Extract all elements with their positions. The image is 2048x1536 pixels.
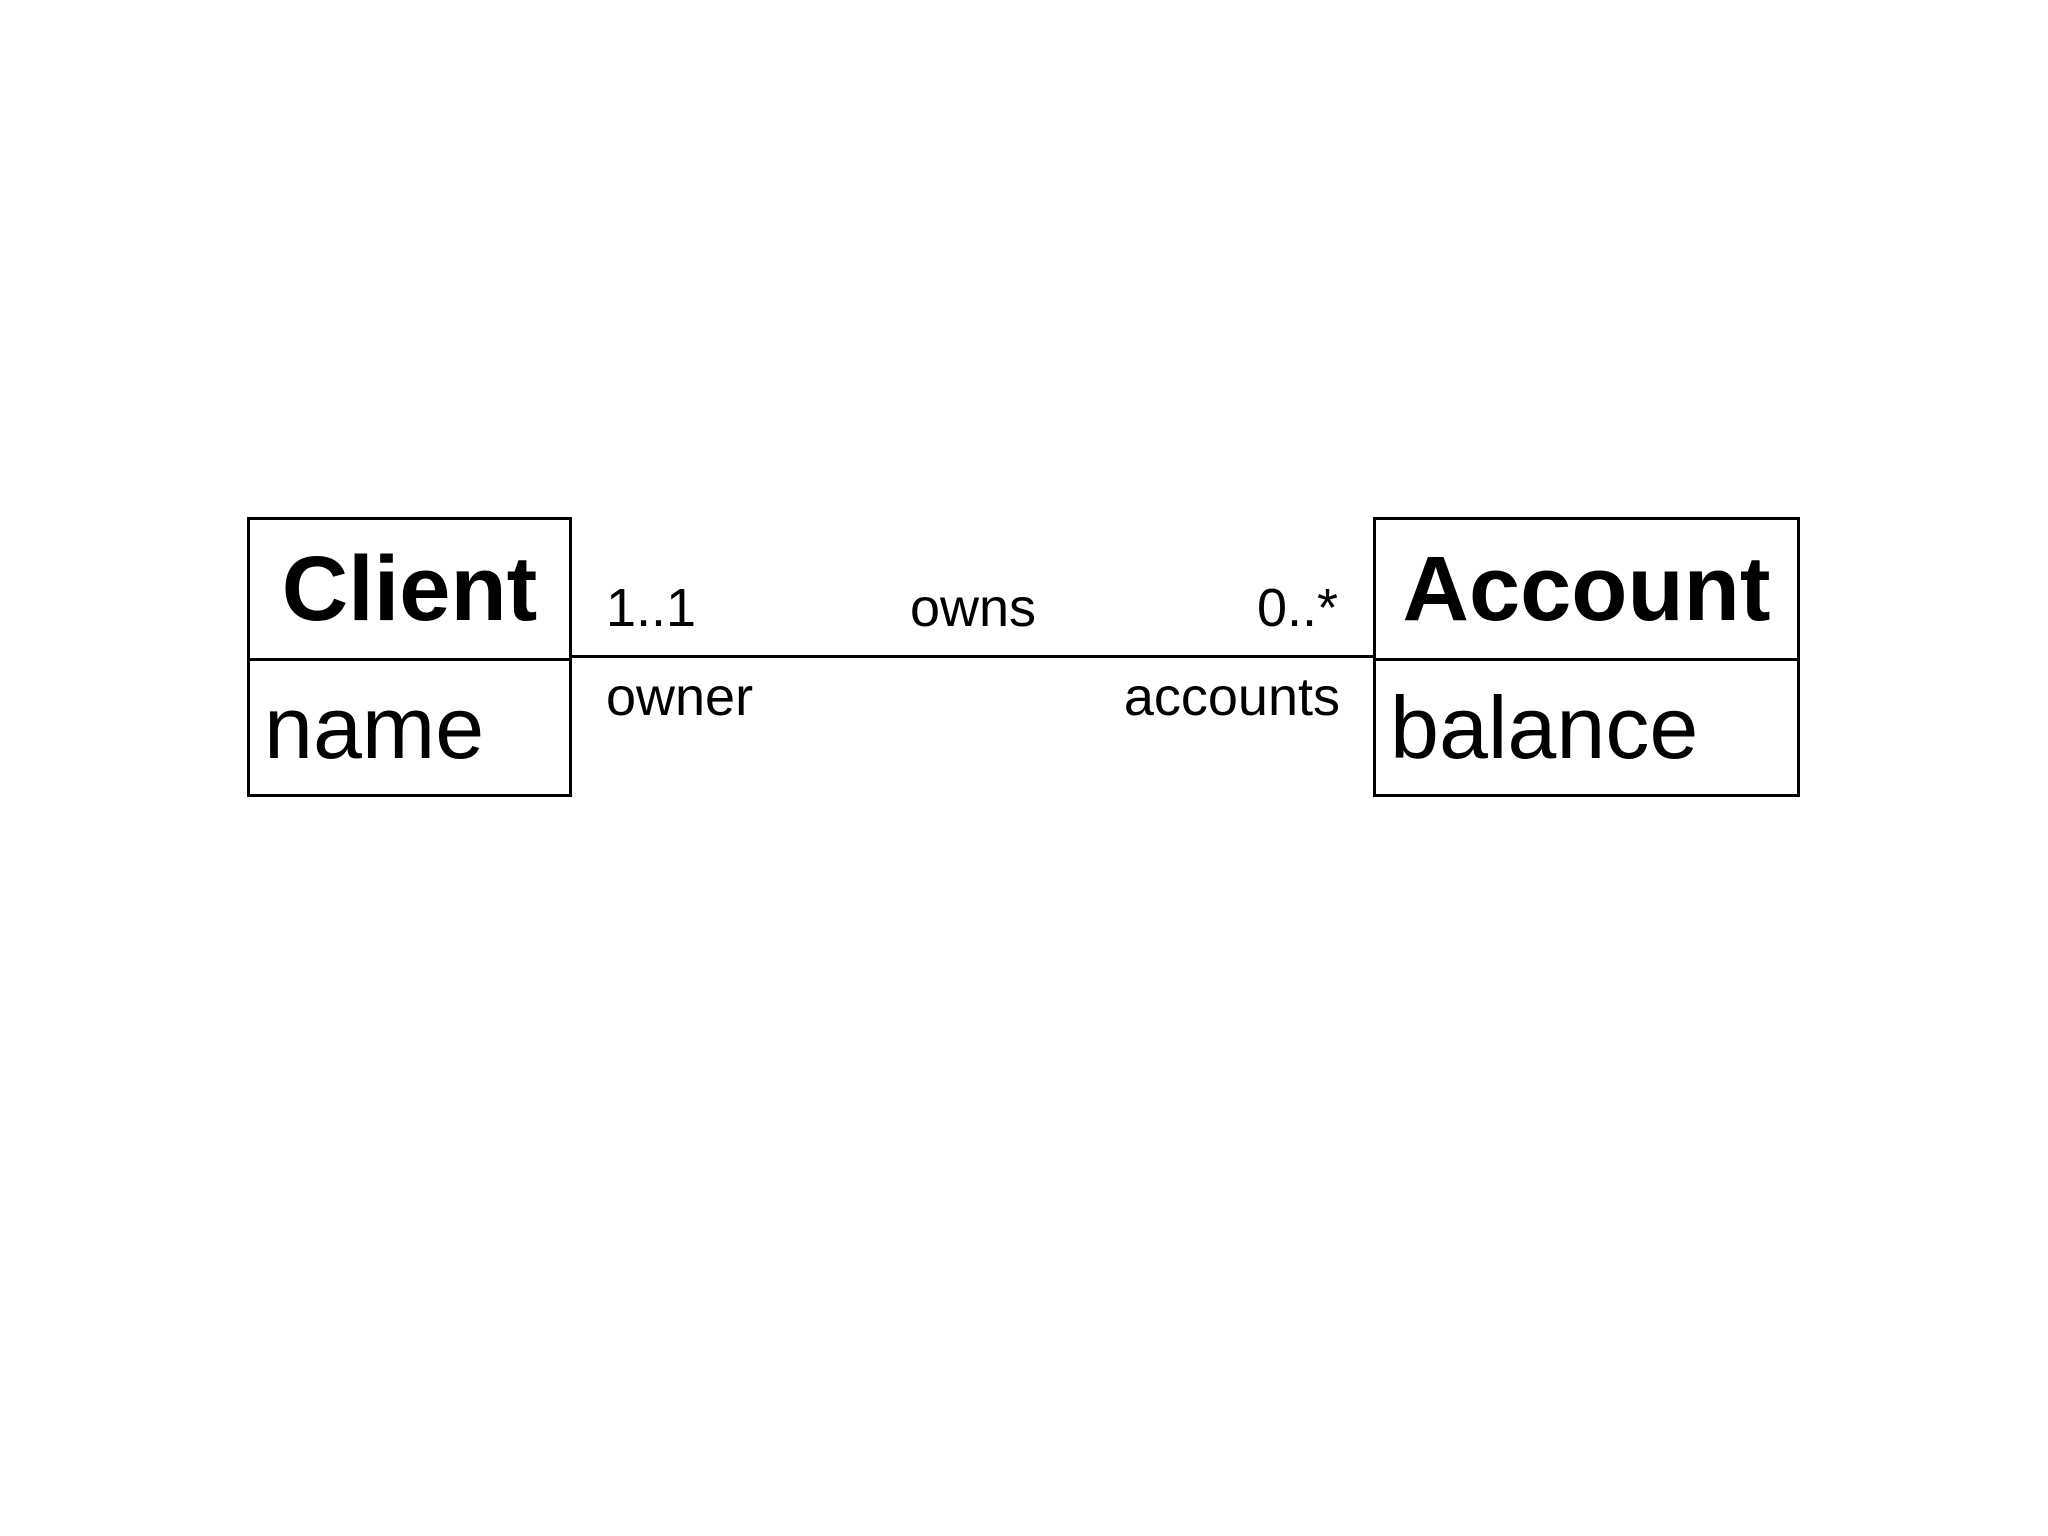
class-attribute-name: name [264,677,485,777]
class-title-account: Account [1376,520,1797,661]
multiplicity-client-end: 1..1 [606,578,697,638]
role-label-account-end: accounts [1123,667,1340,727]
class-box-client: Client name [247,517,572,797]
association-name-label: owns [909,578,1037,638]
class-box-account: Account balance [1373,517,1800,797]
class-title-client: Client [250,520,569,661]
multiplicity-account-end: 0..* [1256,578,1338,638]
role-label-client-end: owner [606,667,754,727]
class-attribute-balance: balance [1390,677,1699,777]
association-line [572,655,1373,658]
